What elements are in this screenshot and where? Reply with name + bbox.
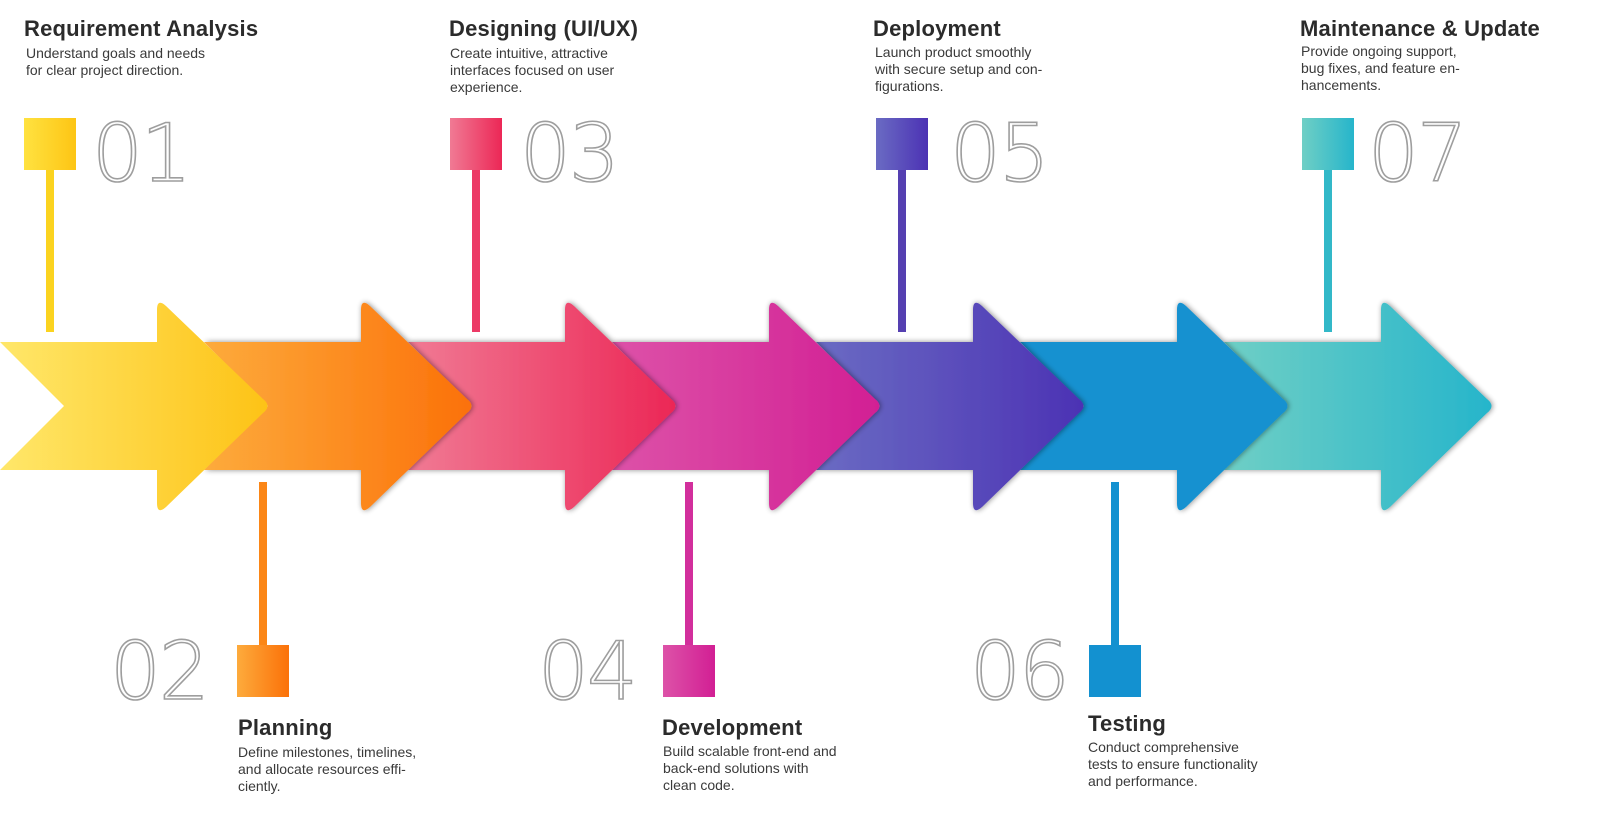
step-7-description: Provide ongoing support,bug fixes, and f… bbox=[1301, 43, 1460, 93]
step-4-number: 04 bbox=[537, 625, 638, 718]
step-5-title: Deployment bbox=[873, 16, 1001, 41]
step-3-arrow bbox=[408, 302, 676, 511]
step-7-marker-square bbox=[1302, 118, 1354, 170]
step-5-marker-square bbox=[876, 118, 928, 170]
step-4-title: Development bbox=[662, 715, 803, 740]
step-2-marker-square bbox=[237, 645, 289, 697]
step-4-arrow bbox=[612, 302, 880, 511]
step-3-connector-line bbox=[472, 170, 480, 332]
step-1-arrow bbox=[0, 302, 268, 511]
step-4-marker-square bbox=[663, 645, 715, 697]
step-1-marker-square bbox=[24, 118, 76, 170]
step-7-number: 07 bbox=[1367, 107, 1468, 200]
step-2-title: Planning bbox=[238, 715, 333, 740]
step-3-marker-square bbox=[450, 118, 502, 170]
step-3-title: Designing (UI/UX) bbox=[449, 16, 639, 41]
step-5-number: 05 bbox=[949, 107, 1050, 200]
step-2-arrow bbox=[204, 302, 472, 511]
step-6-number: 06 bbox=[969, 625, 1070, 718]
step-6-title: Testing bbox=[1088, 711, 1166, 736]
step-6-arrow bbox=[1020, 302, 1288, 511]
step-7-arrow bbox=[1224, 302, 1492, 511]
step-6-marker-square bbox=[1089, 645, 1141, 697]
step-2-number: 02 bbox=[109, 625, 210, 718]
step-3-number: 03 bbox=[519, 107, 620, 200]
step-2-connector-line bbox=[259, 482, 267, 645]
step-1-connector-line bbox=[46, 170, 54, 332]
step-5-connector-line bbox=[898, 170, 906, 332]
step-6-connector-line bbox=[1111, 482, 1119, 645]
step-7-title: Maintenance & Update bbox=[1300, 16, 1540, 41]
step-1-number: 01 bbox=[91, 107, 192, 200]
arrow-chain bbox=[0, 302, 1492, 511]
step-2-description: Define milestones, timelines,and allocat… bbox=[238, 744, 417, 794]
step-5-arrow bbox=[816, 302, 1084, 511]
step-7-connector-line bbox=[1324, 170, 1332, 332]
step-markers bbox=[24, 118, 1354, 697]
step-4-connector-line bbox=[685, 482, 693, 645]
step-1-title: Requirement Analysis bbox=[24, 16, 259, 41]
